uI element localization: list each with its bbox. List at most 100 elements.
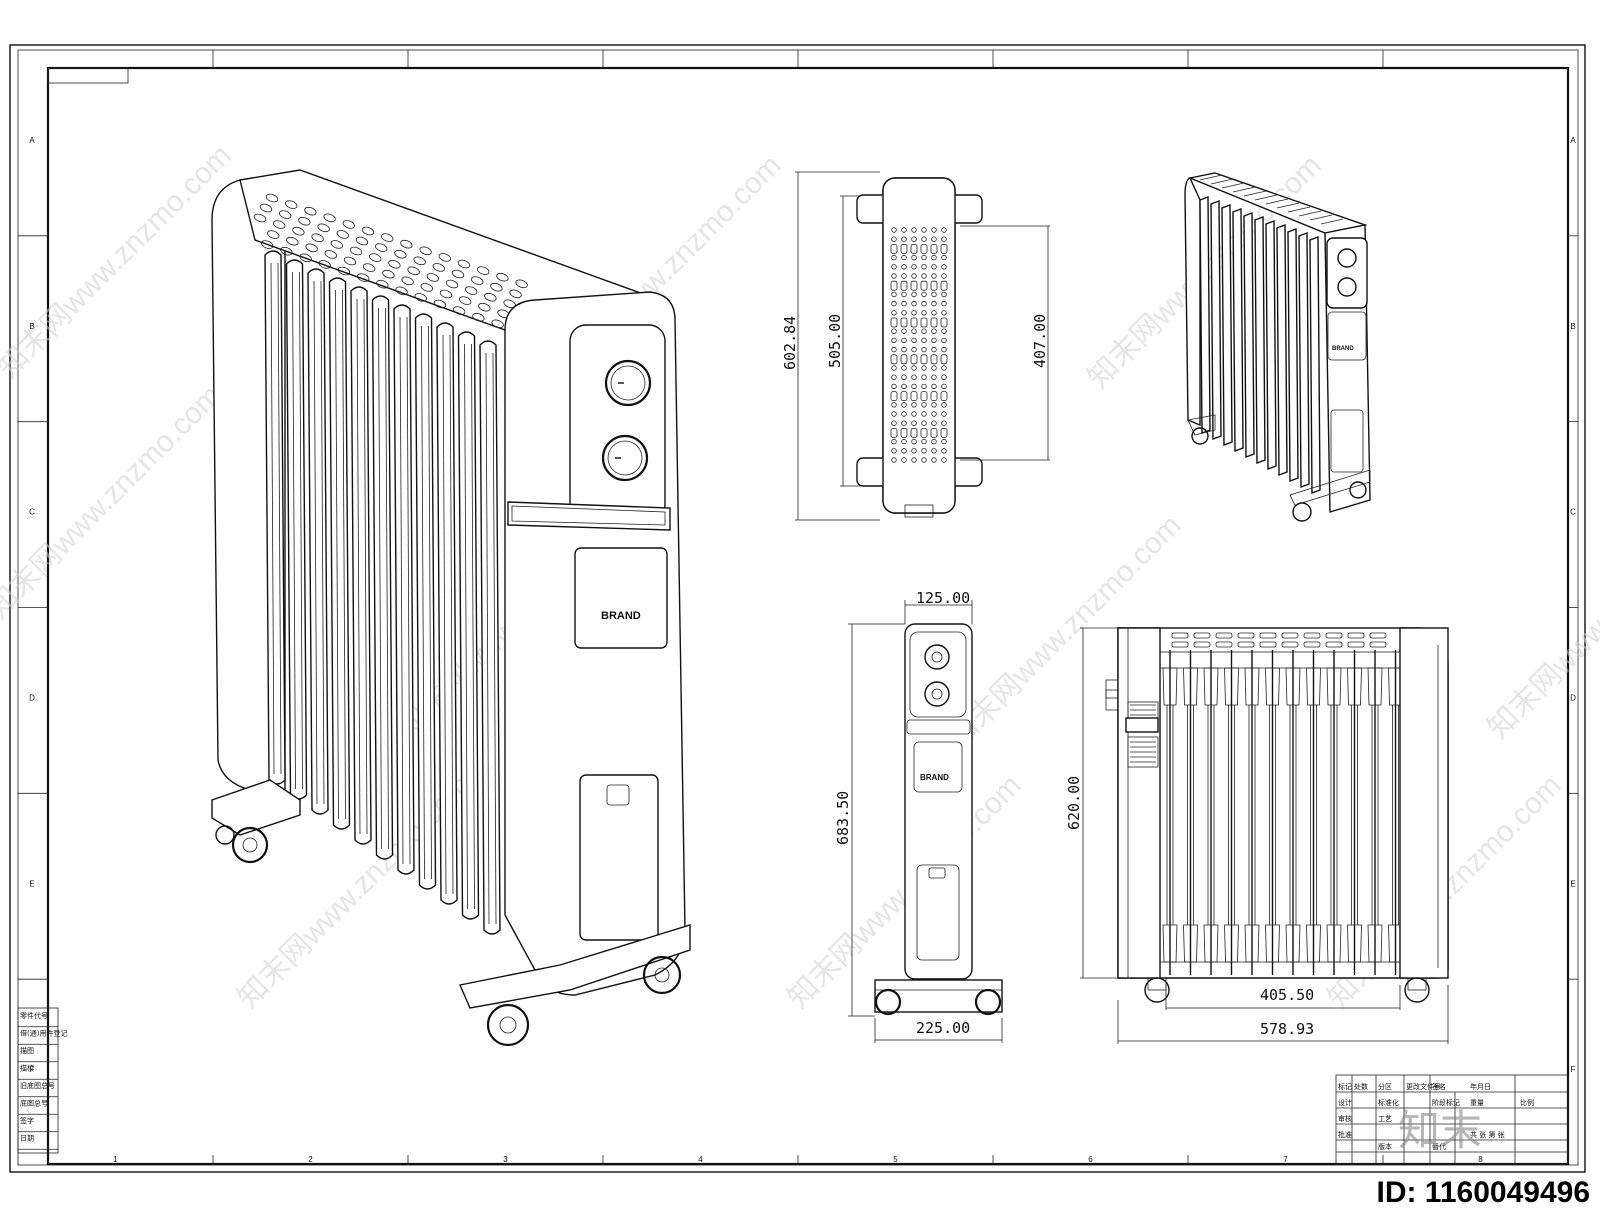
left-table-cell: 日期	[20, 1135, 34, 1143]
zone-row-label: E	[29, 879, 34, 888]
fin	[307, 268, 329, 815]
small-fin	[1232, 207, 1244, 453]
title-block-cell: 签名	[1432, 1082, 1446, 1091]
zone-col-label: 5	[893, 1155, 898, 1164]
dim-text-683: 683.50	[834, 791, 852, 845]
isometric-view-small: BRAND	[1184, 172, 1371, 522]
svg-text:知末网www.znzmo.com: 知末网www.znzmo.com	[0, 139, 238, 385]
small-caster-3	[1349, 481, 1367, 499]
front-fin-array	[1160, 650, 1403, 975]
title-block-cell: 替代	[1432, 1142, 1446, 1151]
caster-right-back	[642, 955, 682, 995]
left-table-cell: 借(通)用件登记	[20, 1029, 67, 1038]
small-fin	[1276, 223, 1288, 477]
front-view: 620.00 405.50 578.93	[1065, 627, 1449, 1044]
fin	[457, 331, 480, 920]
dim-text-407: 407.00	[1031, 314, 1049, 368]
small-fin	[1221, 203, 1233, 447]
small-caster-2	[1292, 502, 1312, 522]
small-caster-1	[1191, 427, 1209, 445]
brand-plate	[574, 547, 668, 649]
zone-col-label: 7	[1283, 1155, 1288, 1164]
outer-border	[9, 44, 1586, 1173]
fin	[285, 259, 308, 800]
title-block-cell: 批准	[1338, 1130, 1352, 1139]
left-table-cell: 旧底图总号	[20, 1081, 55, 1090]
zone-col-label: 2	[308, 1155, 313, 1164]
fin	[436, 322, 458, 905]
fin	[414, 313, 437, 890]
inner-frame	[46, 66, 1570, 1166]
side-caster-right	[974, 988, 1002, 1016]
zone-row-label: C	[29, 508, 35, 517]
corner-box	[47, 67, 129, 84]
brand-label-main: BRAND	[601, 610, 641, 622]
dim-text-602: 602.84	[781, 316, 799, 370]
top-grille-holes	[253, 193, 528, 329]
zone-row-label: F	[30, 1065, 35, 1074]
fin	[371, 295, 394, 860]
zone-row-label: E	[1570, 879, 1575, 888]
zone-col-label: 8	[1478, 1155, 1483, 1164]
fin-array	[264, 250, 501, 935]
logo-watermark: 知末	[1398, 1106, 1482, 1155]
svg-text:知末网www.znzmo.com: 知末网www.znzmo.com	[1482, 499, 1600, 745]
small-top-grille	[1199, 174, 1344, 225]
title-block-cell: 标准化	[1378, 1098, 1399, 1107]
thermostat-knob	[604, 359, 652, 407]
small-left-panel	[1184, 177, 1201, 427]
zone-col-label: 4	[698, 1155, 703, 1164]
zone-row-label: D	[29, 693, 35, 702]
front-top-grille	[1171, 632, 1387, 648]
small-fin	[1254, 215, 1266, 465]
dim-text-405: 405.50	[1260, 986, 1314, 1004]
fin	[393, 304, 415, 875]
fin	[479, 340, 501, 935]
top-view-holes	[890, 227, 948, 463]
title-block-cell: 设计	[1338, 1098, 1352, 1107]
side-caster-left	[874, 988, 902, 1016]
small-fin-array	[1199, 195, 1321, 495]
brand-label-side: BRAND	[920, 773, 949, 782]
side-view: BRAND 125.00 683.50 225.00	[834, 589, 1003, 1043]
small-fin	[1243, 211, 1255, 459]
dim-text-125: 125.00	[916, 589, 970, 607]
cord-storage-door	[579, 774, 659, 941]
svg-text:知末网www.znzmo.com: 知末网www.znzmo.com	[0, 379, 228, 625]
side-knob-lower	[924, 681, 950, 707]
small-fin	[1309, 235, 1321, 495]
small-fin	[1298, 231, 1310, 489]
left-table-cell: 零件代号	[20, 1011, 48, 1020]
zone-col-label: 1	[113, 1155, 118, 1164]
zone-row-label: F	[1571, 1065, 1576, 1074]
title-block-cell: 年月日	[1470, 1082, 1491, 1091]
title-block-cell: 共 张 第 张	[1470, 1130, 1505, 1139]
fin	[328, 277, 351, 830]
small-knob-upper	[1337, 248, 1357, 268]
zone-ticks	[18, 50, 1578, 1165]
zone-row-label: B	[1570, 322, 1575, 331]
power-knob	[601, 434, 649, 482]
title-block-cell: 比例	[1520, 1098, 1534, 1107]
foot-right	[459, 924, 691, 1009]
brand-label-small: BRAND	[1332, 346, 1354, 352]
zone-col-label: 3	[503, 1155, 508, 1164]
zone-row-label: B	[29, 322, 34, 331]
carry-handle	[507, 501, 671, 531]
caster-right-front	[486, 1003, 530, 1047]
dim-text-578: 578.93	[1260, 1020, 1314, 1038]
title-block-cell: 处数	[1354, 1082, 1368, 1091]
title-block-cell: 标记	[1338, 1082, 1352, 1091]
title-block-cell: 审核	[1338, 1114, 1352, 1123]
title-block-cell: 工艺	[1378, 1115, 1392, 1123]
control-panel	[569, 324, 666, 521]
title-block-cell: 更改文件号	[1406, 1082, 1441, 1091]
left-table-cell: 签字	[20, 1116, 34, 1125]
left-table-cell: 描图	[20, 1046, 34, 1055]
zone-row-label: C	[1570, 508, 1576, 517]
dim-text-505: 505.00	[826, 314, 844, 368]
title-block-cell: 阶段标记	[1432, 1098, 1460, 1107]
isometric-view-main: BRAND	[211, 169, 691, 1047]
